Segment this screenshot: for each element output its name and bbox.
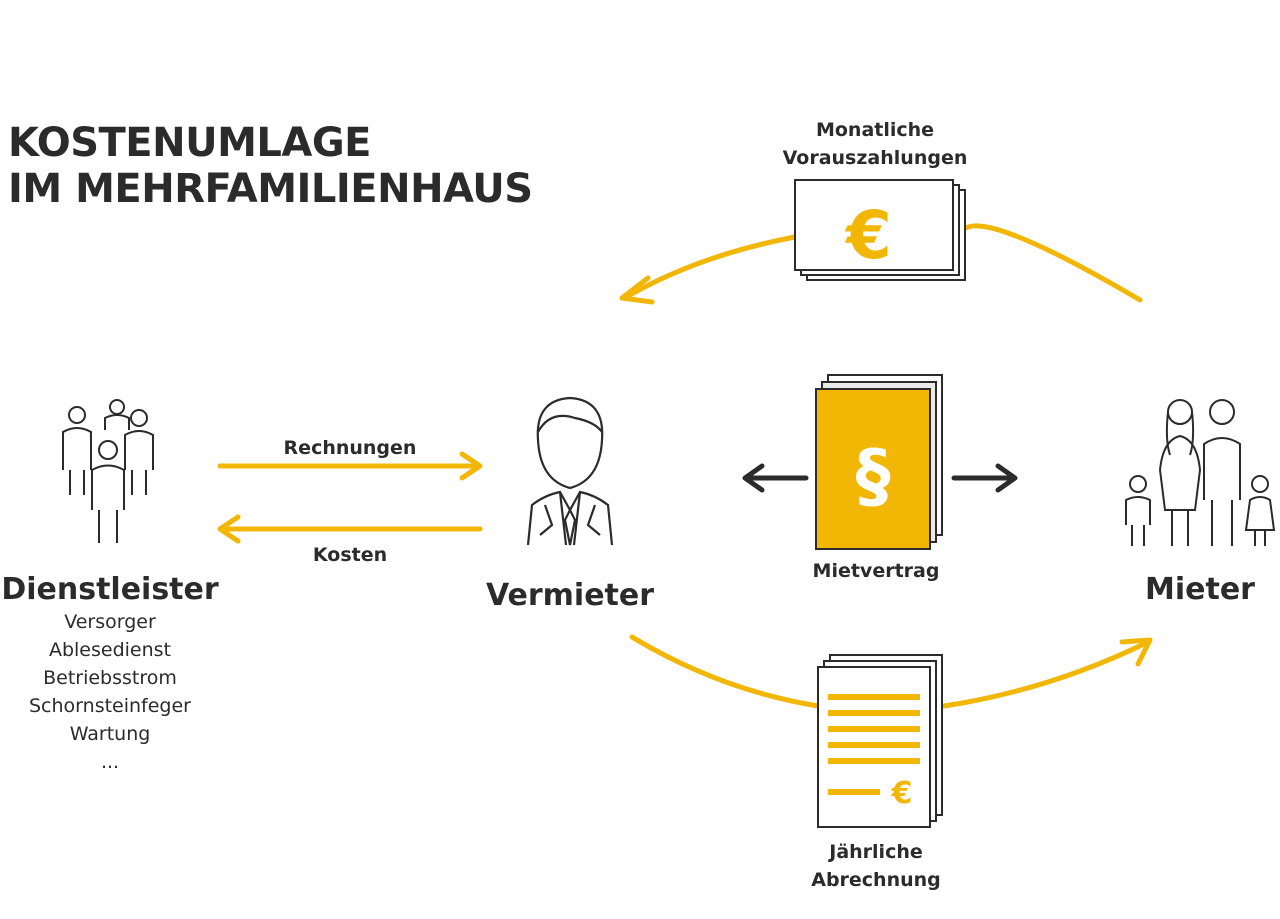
prepayment-label: Monatliche Vorauszahlungen (760, 116, 990, 172)
invoices-arrow (217, 451, 483, 481)
service-provider-item: Betriebsstrom (43, 667, 177, 689)
statement-label-line-2: Abrechnung (811, 869, 941, 891)
contract-label: Mietvertrag (812, 560, 940, 582)
costs-label: Kosten (312, 544, 388, 566)
landlord-label: Vermieter (485, 578, 655, 613)
service-providers-node: Dienstleister Versorger Ablesedienst Bet… (0, 572, 220, 776)
costs-arrow (217, 514, 483, 544)
service-provider-item: ... (100, 751, 120, 773)
service-providers-title: Dienstleister (1, 572, 219, 607)
service-provider-item: Schornsteinfeger (29, 695, 191, 717)
invoices-label: Rechnungen (283, 437, 417, 459)
title-line-1: KOSTENUMLAGE (8, 120, 371, 166)
statement-arrow (629, 634, 1153, 709)
diagram-title: KOSTENUMLAGE IM MEHRFAMILIENHAUS (8, 120, 533, 212)
landlord-person-icon (526, 396, 614, 546)
people-group-icon (62, 399, 154, 543)
family-icon (1125, 399, 1276, 546)
prepayment-label-line-1: Monatliche (815, 119, 935, 141)
statement-label-line-1: Jährliche (829, 841, 923, 863)
statement-document-icon: € (817, 654, 943, 828)
statement-label: Jährliche Abrechnung (776, 838, 976, 894)
service-provider-item: Versorger (64, 611, 156, 633)
service-provider-item: Ablesedienst (48, 639, 172, 661)
euro-icon: € (844, 197, 892, 274)
banknote-stack-icon: € (794, 179, 966, 281)
euro-icon: € (891, 776, 913, 811)
contract-document-icon: § (815, 374, 943, 550)
title-line-2: IM MEHRFAMILIENHAUS (8, 166, 533, 212)
service-provider-item: Wartung (69, 723, 151, 745)
prepayment-label-line-2: Vorauszahlungen (782, 147, 968, 169)
tenant-label: Mieter (1145, 572, 1255, 607)
contract-arrows (742, 463, 1018, 493)
paragraph-icon: § (856, 435, 891, 517)
